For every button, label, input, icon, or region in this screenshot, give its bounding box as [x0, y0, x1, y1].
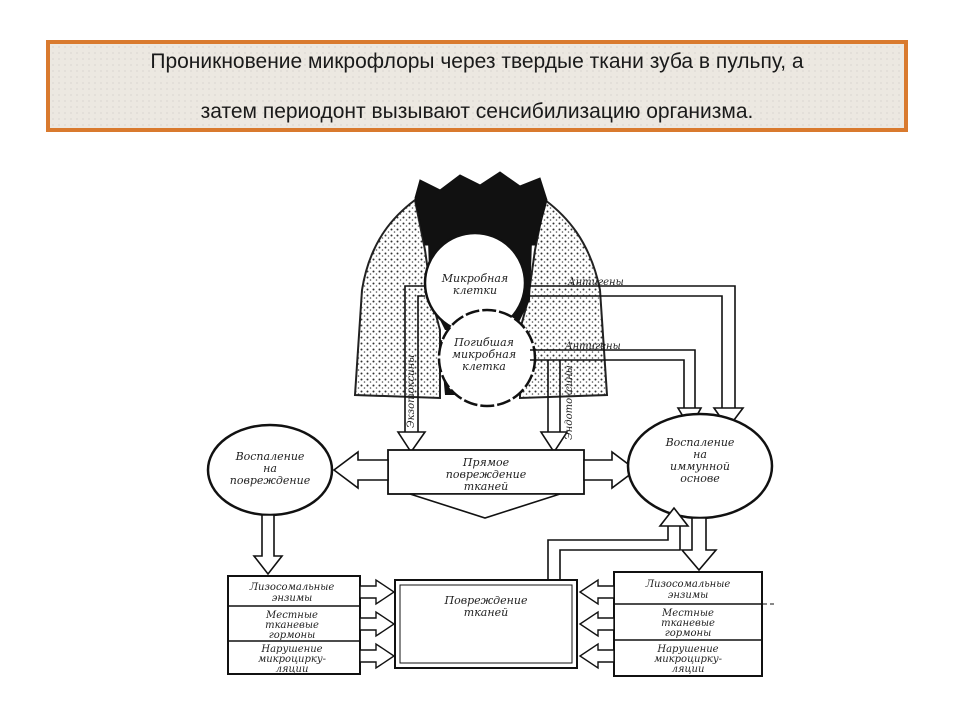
right-factor-3-line-1: Нарушение — [656, 644, 718, 655]
title-line-2: затем периодонт вызывают сенсибилизацию … — [200, 100, 754, 123]
left-factor-2-line-2: тканевые — [265, 620, 319, 631]
right-factor-1-line-1: Лизосомальные — [645, 579, 731, 590]
left-factors: Лизосомальные энзимы Местные тканевые го… — [227, 575, 361, 675]
tissue-damage-label-1: Повреждение — [444, 594, 528, 607]
left-factor-3-line-1: Нарушение — [260, 644, 322, 655]
arrow-to-left-circle — [332, 450, 389, 490]
tissue-damage-label-2: тканей — [464, 606, 508, 619]
right-factor-3-line-3: ляции — [672, 664, 705, 675]
inflammation-immune-label-1: Воспаление — [665, 436, 735, 449]
arrow-to-right-circle — [583, 450, 638, 490]
left-factor-2-line-1: Местные — [265, 610, 318, 621]
left-factor-3-line-2: микроцирку- — [258, 654, 327, 665]
right-factor-2-line-1: Местные — [661, 608, 714, 619]
arrow-down-direct — [409, 493, 561, 519]
arrow-up-to-immune — [658, 506, 690, 527]
right-factor-3-line-2: микроцирку- — [654, 654, 723, 665]
title-line-1: Проникновение микрофлоры через твердые т… — [150, 50, 804, 73]
inflammation-immune-label-2: на — [693, 448, 707, 461]
microbial-cells-label-1: Микробная — [441, 272, 508, 285]
inflammation-immune-label-4: основе — [680, 472, 720, 485]
direct-damage-label-3: тканей — [464, 480, 508, 493]
left-factor-3-line-3: ляции — [276, 664, 309, 675]
tissue-damage-box — [394, 579, 578, 669]
endotoxins-label: Эндотоксины — [564, 365, 575, 440]
antigens-middle-label: Антигены — [564, 341, 621, 352]
left-factor-1-line-1: Лизосомальные — [249, 582, 335, 593]
left-factor-arrows — [359, 578, 396, 670]
title-box: Проникновение микрофлоры через твердые т… — [46, 40, 908, 132]
dead-cell-label-2: микробная — [452, 348, 516, 361]
right-factors: Лизосомальные энзимы Местные тканевые го… — [613, 571, 763, 677]
inflammation-immune-label-3: иммунной — [670, 460, 730, 473]
dead-cell-label-3: клетка — [462, 360, 506, 373]
left-factor-1-line-2: энзимы — [272, 593, 313, 604]
microbial-cells-label-2: клетки — [453, 284, 497, 297]
inflammation-damage-label-3: повреждение — [230, 474, 311, 487]
dead-microbial-cell-circle — [437, 308, 537, 408]
direct-damage-label-1: Прямое — [462, 456, 510, 469]
direct-damage-label-2: повреждение — [446, 468, 527, 481]
dead-cell-label-1: Погибшая — [453, 336, 514, 349]
right-factor-1-line-2: энзимы — [668, 590, 709, 601]
antigen-arrows — [404, 285, 736, 432]
inflammation-damage-label-2: на — [263, 462, 277, 475]
right-factor-arrows — [578, 578, 615, 670]
right-factor-2-line-2: тканевые — [661, 618, 715, 629]
exotoxins-label: Экзотоксины — [406, 355, 417, 428]
inflammation-damage-label-1: Воспаление — [235, 450, 305, 463]
antigens-top-label: Антигены — [567, 277, 624, 288]
arrow-left-circle-down — [252, 514, 284, 576]
right-factor-2-line-3: гормоны — [665, 628, 712, 639]
arrow-right-circle-down — [680, 517, 718, 572]
left-factor-2-line-3: гормоны — [269, 630, 316, 641]
